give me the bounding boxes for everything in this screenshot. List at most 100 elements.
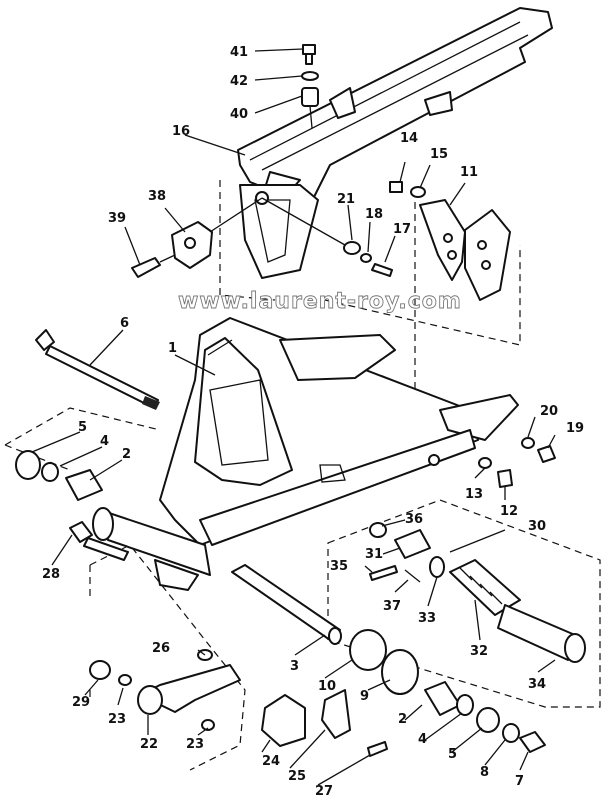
- callout-10: 10: [318, 679, 336, 694]
- leader-line-set: [31, 48, 556, 786]
- bolt-41-head: [302, 44, 316, 55]
- plate-25: [321, 689, 351, 739]
- bolt-14: [389, 181, 403, 193]
- bolt-19: [537, 445, 556, 463]
- pin-37: [404, 569, 421, 583]
- callout-4: 4: [100, 434, 109, 449]
- callout-11: 11: [460, 165, 478, 180]
- bolts-misc: [69, 437, 556, 561]
- bushing-2-left: [65, 469, 103, 501]
- callout-2: 2: [122, 447, 131, 462]
- callout-13: 13: [465, 487, 483, 502]
- bracket-29: [89, 660, 111, 680]
- callout-23-upper: 23: [108, 712, 126, 727]
- bolt-28-head: [69, 521, 93, 543]
- lower-bushings: [349, 629, 546, 753]
- callout-7: 7: [515, 774, 524, 789]
- bolt-12: [497, 469, 513, 488]
- swingarm-detail: [207, 339, 346, 483]
- callout-5: 5: [78, 420, 87, 435]
- leader-lines: [31, 48, 556, 786]
- shock-34-end: [564, 633, 586, 663]
- callout-22: 22: [140, 737, 158, 752]
- spring-32: [449, 559, 521, 616]
- callout-numbers: 41 42 40 16 14 15 11 38 21 18 17 39 6 1 …: [42, 45, 584, 799]
- callout-30: 30: [528, 519, 546, 534]
- swingarm-bolt-hole: [428, 454, 440, 466]
- fasteners-mid: [261, 197, 393, 277]
- plate-11-right: [464, 209, 511, 301]
- shock-34-body: [497, 604, 576, 661]
- washer-4: [41, 462, 59, 482]
- frame-rail-body: [237, 7, 553, 211]
- bolt-41-shank: [305, 53, 313, 65]
- plate-hole-4: [481, 260, 491, 270]
- callout-1: 1: [168, 341, 177, 356]
- pivot-tube-end: [92, 507, 114, 541]
- bolt-35: [369, 565, 398, 581]
- callout-25: 25: [288, 769, 306, 784]
- axle-6-thread: [142, 396, 160, 410]
- washer-8: [502, 723, 520, 743]
- frame-bracket-top: [329, 87, 356, 119]
- swingarm-1: [92, 317, 519, 591]
- left-bushings: [15, 450, 103, 501]
- collar-9: [381, 649, 419, 695]
- bushing-2-lower: [424, 681, 461, 716]
- callout-21: 21: [337, 192, 355, 207]
- group-line-lower-left: [89, 544, 246, 771]
- nut-18: [360, 253, 372, 263]
- axle-6-shaft: [45, 345, 159, 409]
- washer-33: [429, 556, 445, 578]
- callout-34: 34: [528, 677, 546, 692]
- axle-6: [35, 329, 160, 410]
- washer-20: [521, 437, 535, 449]
- bolt-axis-line: [309, 105, 313, 129]
- callout-6: 6: [120, 316, 129, 331]
- callout-41: 41: [230, 45, 248, 60]
- link-39-body: [131, 257, 161, 278]
- swingarm-top-bracket: [279, 334, 396, 381]
- callout-16: 16: [172, 124, 190, 139]
- bolt-27: [367, 741, 388, 757]
- nut-13: [478, 457, 492, 469]
- callout-23-lower: 23: [186, 737, 204, 752]
- callout-40: 40: [230, 107, 248, 122]
- callout-39: 39: [108, 211, 126, 226]
- group-line-left: [4, 407, 161, 446]
- callout-8: 8: [480, 765, 489, 780]
- washer-15: [410, 186, 426, 198]
- seal-5-lower: [476, 707, 500, 733]
- group-lines: [4, 180, 601, 771]
- callout-4-lower: 4: [418, 732, 427, 747]
- callout-17: 17: [393, 222, 411, 237]
- bracket-38: [131, 197, 263, 278]
- bolt-17: [371, 263, 393, 277]
- callout-14: 14: [400, 131, 418, 146]
- washer-21: [343, 241, 361, 255]
- link-arm-22-bushing: [137, 685, 163, 715]
- callout-27: 27: [315, 784, 333, 799]
- block-24: [261, 694, 306, 747]
- axle-6-head: [35, 329, 55, 351]
- spring-32-coils: [459, 567, 503, 605]
- pivot-shaft-3-end: [328, 627, 342, 645]
- washer-42: [301, 71, 319, 81]
- plate-hole-3: [477, 240, 487, 250]
- collar-40: [301, 87, 319, 107]
- washer-4-lower: [456, 694, 474, 716]
- callout-42: 42: [230, 74, 248, 89]
- callout-31: 31: [365, 547, 383, 562]
- callout-15: 15: [430, 147, 448, 162]
- callout-3: 3: [290, 659, 299, 674]
- swingarm-inner-web: [209, 379, 269, 466]
- swingarm-lower-tube: [199, 429, 476, 546]
- callout-5-lower: 5: [448, 747, 457, 762]
- frame-rail-edges: [249, 21, 529, 171]
- plate-hole-2: [447, 250, 457, 260]
- callout-35: 35: [330, 559, 348, 574]
- callout-36: 36: [405, 512, 423, 527]
- frame-gusset-cutout: [254, 199, 291, 263]
